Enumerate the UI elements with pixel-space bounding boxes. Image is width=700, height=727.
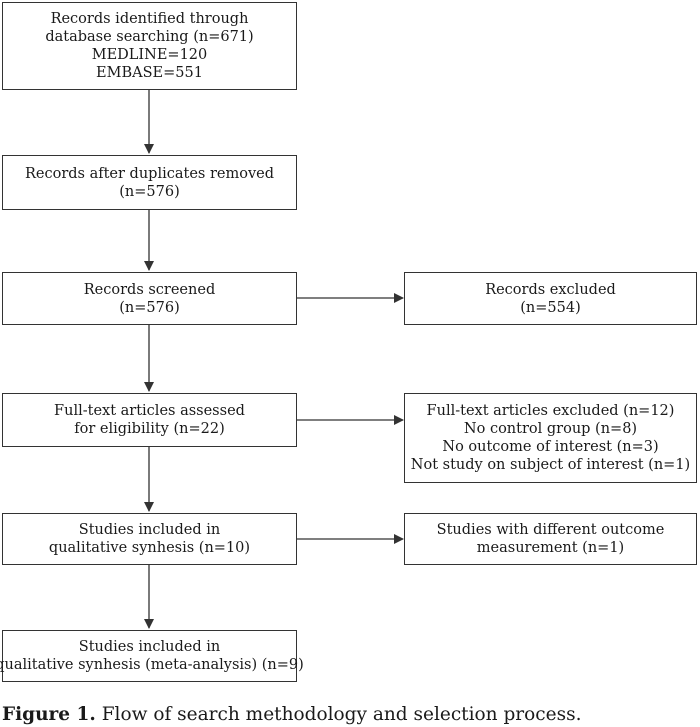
different-outcome-line: measurement (n=1) bbox=[476, 540, 625, 556]
fulltext-assessed-box: Full-text articles assessed for eligibil… bbox=[2, 393, 297, 447]
records-screened-line: Records screened bbox=[83, 281, 216, 298]
different-outcome-box: Studies with different outcome measureme… bbox=[404, 513, 697, 565]
records-dedup-line: Records after duplicates removed bbox=[24, 165, 275, 182]
records-identified-box: Records identified through database sear… bbox=[2, 2, 297, 90]
meta-analysis-box: Studies included in qualitative synhesis… bbox=[0, 630, 304, 682]
meta-analysis-line: Studies included in bbox=[78, 639, 221, 655]
fulltext-excluded-box: Full-text articles excluded (n=12) No co… bbox=[404, 393, 697, 483]
qualitative-synthesis-box: Studies included in qualitative synhesis… bbox=[2, 513, 297, 565]
figure-caption: Figure 1. Flow of search methodology and… bbox=[2, 704, 581, 725]
fulltext-excluded-line: Not study on subject of interest (n=1) bbox=[410, 457, 691, 473]
records-dedup-line: (n=576) bbox=[119, 183, 180, 200]
records-screened-line: (n=576) bbox=[119, 299, 180, 316]
records-excluded-line: Records excluded bbox=[485, 281, 616, 298]
records-identified-line: MEDLINE=120 bbox=[91, 47, 208, 63]
meta-analysis-line: qualitative synhesis (meta-analysis) (n=… bbox=[0, 657, 304, 673]
different-outcome-line: Studies with different outcome bbox=[436, 522, 665, 538]
figure-caption-label: Figure 1. bbox=[2, 704, 96, 725]
records-dedup-box: Records after duplicates removed (n=576) bbox=[2, 155, 297, 210]
fulltext-assessed-line: for eligibility (n=22) bbox=[74, 421, 225, 437]
qualitative-synthesis-line: qualitative synhesis (n=10) bbox=[48, 540, 251, 556]
qualitative-synthesis-line: Studies included in bbox=[78, 522, 221, 538]
records-identified-line: EMBASE=551 bbox=[96, 65, 203, 81]
records-identified-line: database searching (n=671) bbox=[45, 29, 254, 45]
records-identified-line: Records identified through bbox=[50, 11, 249, 27]
fulltext-assessed-line: Full-text articles assessed bbox=[54, 403, 245, 419]
records-excluded-line: (n=554) bbox=[520, 299, 581, 316]
fulltext-excluded-line: Full-text articles excluded (n=12) bbox=[426, 403, 675, 419]
records-screened-box: Records screened (n=576) bbox=[2, 272, 297, 325]
fulltext-excluded-line: No control group (n=8) bbox=[463, 421, 638, 437]
records-excluded-box: Records excluded (n=554) bbox=[404, 272, 697, 325]
figure-caption-text: Flow of search methodology and selection… bbox=[95, 704, 582, 725]
fulltext-excluded-line: No outcome of interest (n=3) bbox=[442, 439, 659, 455]
